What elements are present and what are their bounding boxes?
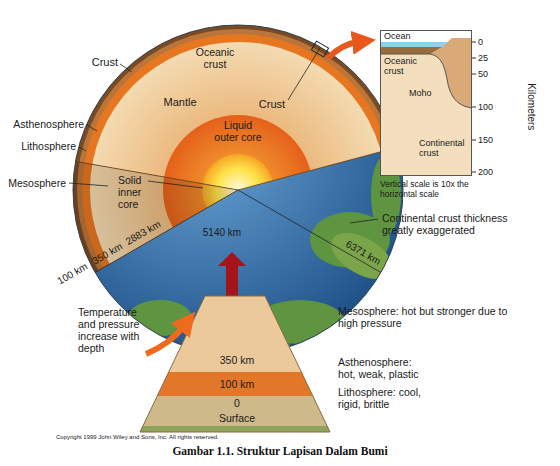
figure-caption: Gambar 1.1. Struktur Lapisan Dalam Bumi <box>0 445 560 457</box>
layer-label: Crust <box>92 56 118 69</box>
leader-line <box>288 48 320 100</box>
dimension-label: 5140 km <box>203 227 241 239</box>
note: Temperature and pressure increase with d… <box>78 306 142 354</box>
leader-line <box>79 147 86 151</box>
axis-tick-label: 150 <box>478 135 493 145</box>
note: Continental crust thickness greatly exag… <box>382 212 522 236</box>
section-label: Oceanic crust <box>384 57 424 77</box>
axis-ticks <box>472 42 476 172</box>
leader-line <box>87 125 97 131</box>
layer-label: Mesosphere <box>8 177 66 189</box>
inset-marker <box>311 41 328 57</box>
section-label: Ocean <box>384 32 411 42</box>
core-label: Solid inner core <box>118 174 156 210</box>
axis-tick-label: 50 <box>478 69 488 79</box>
leader-line <box>148 181 203 188</box>
tick <box>472 140 476 141</box>
depth-label: 100 km <box>220 378 254 390</box>
asthenosphere-band <box>130 372 340 396</box>
layer-label: Oceanic crust <box>190 46 240 70</box>
mesosphere-band <box>130 296 340 372</box>
oceanic-crust <box>380 47 442 54</box>
face-shade <box>73 161 238 272</box>
cut-edge <box>238 147 397 190</box>
leader-lines <box>69 48 378 223</box>
layer-label: Crust <box>259 98 285 111</box>
depth-label: 0 <box>234 397 240 409</box>
inset-section <box>380 30 476 176</box>
moho-line <box>380 54 472 108</box>
axis-tick-label: 0 <box>478 37 483 47</box>
tick <box>472 42 476 43</box>
axis-tick-label: 100 <box>478 102 493 112</box>
tick <box>472 172 476 173</box>
tick <box>472 107 476 108</box>
layer-description: Lithosphere: cool, rigid, brittle <box>338 386 422 410</box>
dimension-label: 100 km <box>55 261 89 287</box>
layer-description: Asthenosphere: hot, weak, plastic <box>338 356 428 380</box>
layer-label: Mantle <box>163 96 196 109</box>
inset-arrow <box>328 42 358 58</box>
axis-title: Kilometers <box>526 83 538 130</box>
wedge-outline <box>140 296 330 432</box>
depth-label: Surface <box>219 412 255 424</box>
layer-label: Asthenosphere <box>13 118 84 130</box>
scale-note: Vertical scale is 10x the horizontal sca… <box>380 180 484 200</box>
depth-label: 350 km <box>220 354 254 366</box>
tick <box>472 58 476 59</box>
section-label: Moho <box>409 89 432 99</box>
lithosphere-band <box>130 396 340 432</box>
ocean <box>380 42 448 47</box>
axis-tick-label: 25 <box>478 53 488 63</box>
leader-line <box>120 64 132 72</box>
depth-wedge <box>130 296 340 432</box>
tick <box>472 74 476 75</box>
inset-mantle <box>380 30 472 176</box>
leader-line <box>69 183 108 186</box>
leader-line <box>350 219 378 223</box>
core-label: Liquid outer core <box>212 119 264 143</box>
axis-tick-label: 200 <box>478 167 493 177</box>
surface-strip <box>130 426 340 432</box>
depth-arrow <box>218 252 246 296</box>
temperature-arrow <box>146 326 184 354</box>
layer-label: Lithosphere <box>21 140 76 152</box>
layer-description: Mesosphere: hot but stronger due to high… <box>338 305 518 329</box>
copyright: Copyright 1999 John Wiley and Sons, Inc.… <box>56 434 219 441</box>
inset-box: OceanOceanic crustMohoContinental crust <box>380 30 472 176</box>
section-label: Continental crust <box>419 139 469 159</box>
dimension-line <box>238 190 381 273</box>
